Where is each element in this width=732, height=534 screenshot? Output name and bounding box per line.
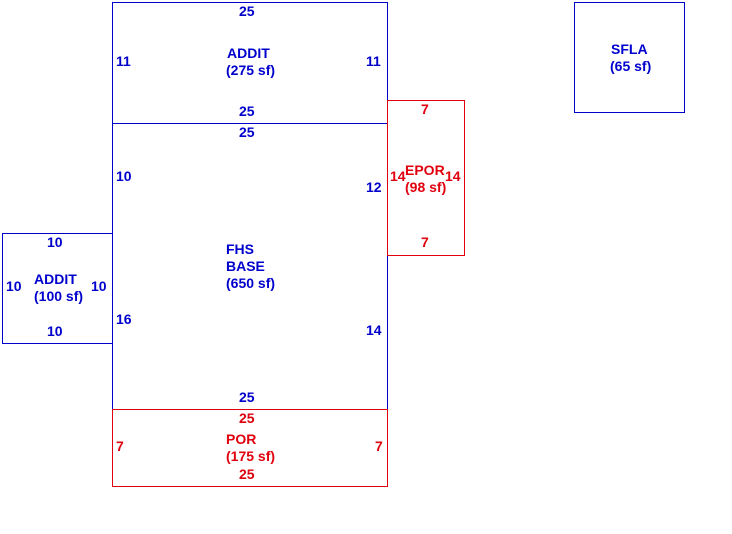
addit-left-dim-top: 10: [47, 234, 63, 250]
addit-left-dim-left: 10: [6, 278, 22, 294]
addit-top-name: ADDIT: [227, 45, 270, 61]
por-dim-right: 7: [375, 438, 383, 454]
fhs-base-name-line2: BASE: [226, 258, 265, 274]
addit-top-dim-top: 25: [239, 3, 255, 19]
addit-left-dim-bottom: 10: [47, 323, 63, 339]
addit-top-dim-right: 11: [366, 53, 381, 69]
por-dim-top: 25: [239, 410, 255, 426]
epor-dim-right: 14: [445, 168, 461, 184]
fhs-base-dim-right-lower: 14: [366, 322, 382, 338]
fhs-base-name-line1: FHS: [226, 241, 254, 257]
epor-name: EPOR: [405, 162, 445, 178]
epor-dim-bottom: 7: [421, 234, 429, 250]
addit-top-area: (275 sf): [226, 62, 276, 78]
sfla-area: (65 sf): [610, 58, 652, 74]
epor-area: (98 sf): [405, 179, 447, 195]
sfla-box: [574, 2, 685, 113]
fhs-base-dim-left-upper: 10: [116, 168, 132, 184]
fhs-base-dim-right-upper: 12: [366, 179, 382, 195]
fhs-base-area: (650 sf): [226, 275, 276, 291]
addit-left-area: (100 sf): [34, 288, 84, 304]
addit-left-room: [2, 233, 113, 344]
epor-dim-left: 14: [390, 168, 406, 184]
por-name: POR: [226, 431, 257, 447]
epor-dim-top: 7: [421, 101, 429, 117]
addit-top-dim-bottom: 25: [239, 103, 255, 119]
por-dim-left: 7: [116, 438, 124, 454]
fhs-base-dim-top: 25: [239, 124, 255, 140]
fhs-base-dim-bottom: 25: [239, 389, 255, 405]
addit-left-dim-right: 10: [91, 278, 107, 294]
fhs-base-dim-left-lower: 16: [116, 311, 132, 327]
por-room: [112, 409, 388, 487]
por-area: (175 sf): [226, 448, 276, 464]
sfla-name: SFLA: [611, 41, 648, 57]
epor-room: [387, 100, 465, 256]
addit-top-dim-left: 11: [116, 53, 131, 69]
por-dim-bottom: 25: [239, 466, 255, 482]
addit-left-name: ADDIT: [34, 271, 77, 287]
